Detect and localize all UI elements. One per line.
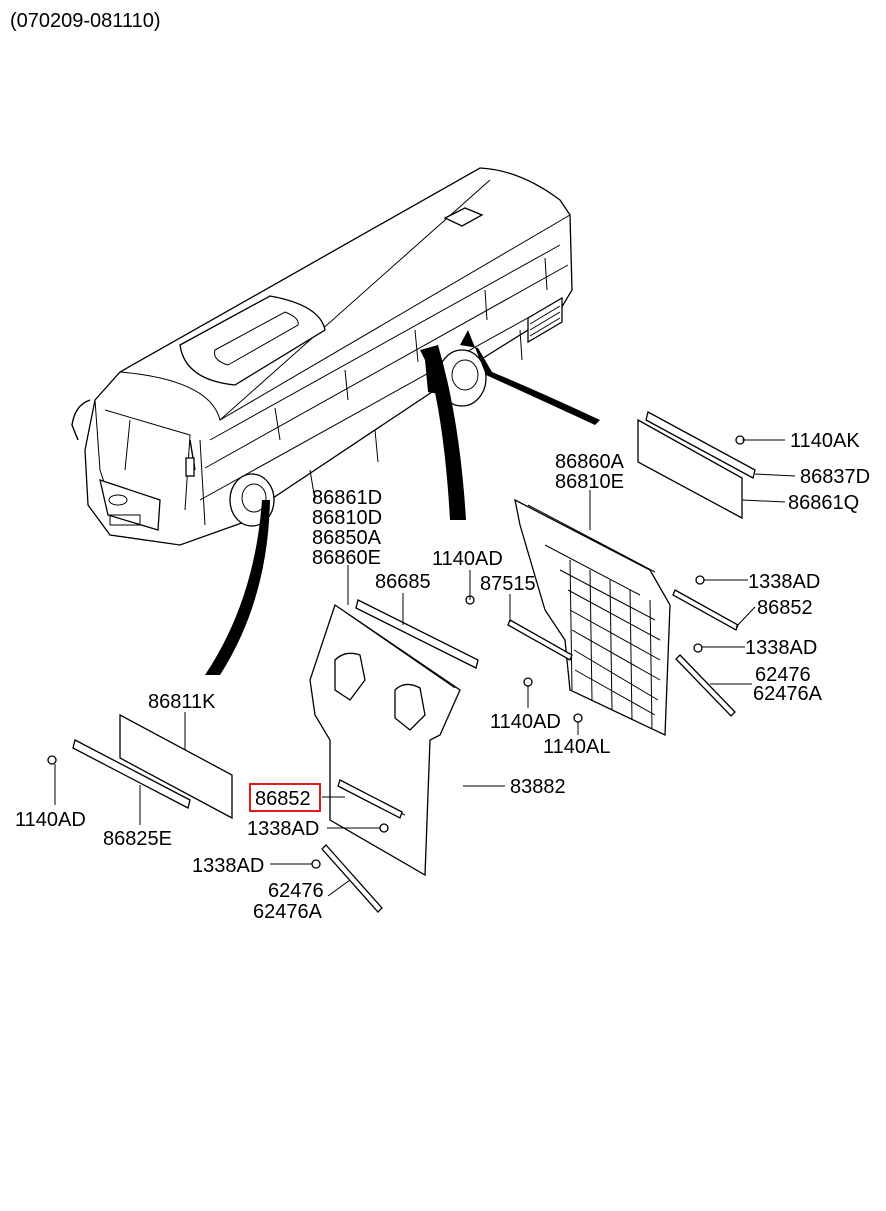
callout-86861Q[interactable]: 86861Q [788,492,859,514]
callout-86810D[interactable]: 86810D [312,507,382,529]
callout-86837D[interactable]: 86837D [800,466,870,488]
callout-62476A-center[interactable]: 62476A [253,901,323,923]
callout-labels: 86861D 86810D 86850A 86860E 86860A 86810… [15,430,870,923]
callout-62476-right[interactable]: 62476 [755,664,811,686]
callout-86861D[interactable]: 86861D [312,487,382,509]
callout-86811K[interactable]: 86811K [148,691,216,713]
callout-1338AD-center-2[interactable]: 1338AD [192,855,264,877]
callout-1140AL[interactable]: 1140AL [543,736,610,758]
center-mudflap-assembly [309,588,479,913]
callout-1140AD-right[interactable]: 1140AD [490,711,561,733]
callout-86685[interactable]: 86685 [375,571,431,593]
callout-1338AD-right-1[interactable]: 1338AD [748,571,820,593]
callout-1338AD-center-1[interactable]: 1338AD [247,818,319,840]
location-arrows [205,330,600,675]
callout-1140AK[interactable]: 1140AK [790,430,860,452]
callout-86852-selected[interactable]: 86852 [255,788,311,810]
right-mudflap-assembly [507,498,739,737]
callout-1140AD-left[interactable]: 1140AD [15,809,86,831]
callout-86825E[interactable]: 86825E [103,828,172,850]
callout-83882[interactable]: 83882 [510,776,566,798]
callout-86860E[interactable]: 86860E [312,547,381,569]
callout-86810E[interactable]: 86810E [555,471,624,493]
callout-86860A[interactable]: 86860A [555,451,625,473]
callout-1338AD-right-2[interactable]: 1338AD [745,637,817,659]
top-right-plate [637,411,756,520]
callout-62476A-right[interactable]: 62476A [753,683,823,705]
callout-87515[interactable]: 87515 [480,573,536,595]
date-range-header: (070209-081110) [10,10,161,32]
callout-86852-right[interactable]: 86852 [757,597,813,619]
callout-62476-center[interactable]: 62476 [268,880,324,902]
leader-lines [54,439,796,897]
callout-1140AD-mid[interactable]: 1140AD [432,548,503,570]
selected-part-highlight [249,783,321,812]
callout-86850A[interactable]: 86850A [312,527,382,549]
left-plate [47,713,233,820]
